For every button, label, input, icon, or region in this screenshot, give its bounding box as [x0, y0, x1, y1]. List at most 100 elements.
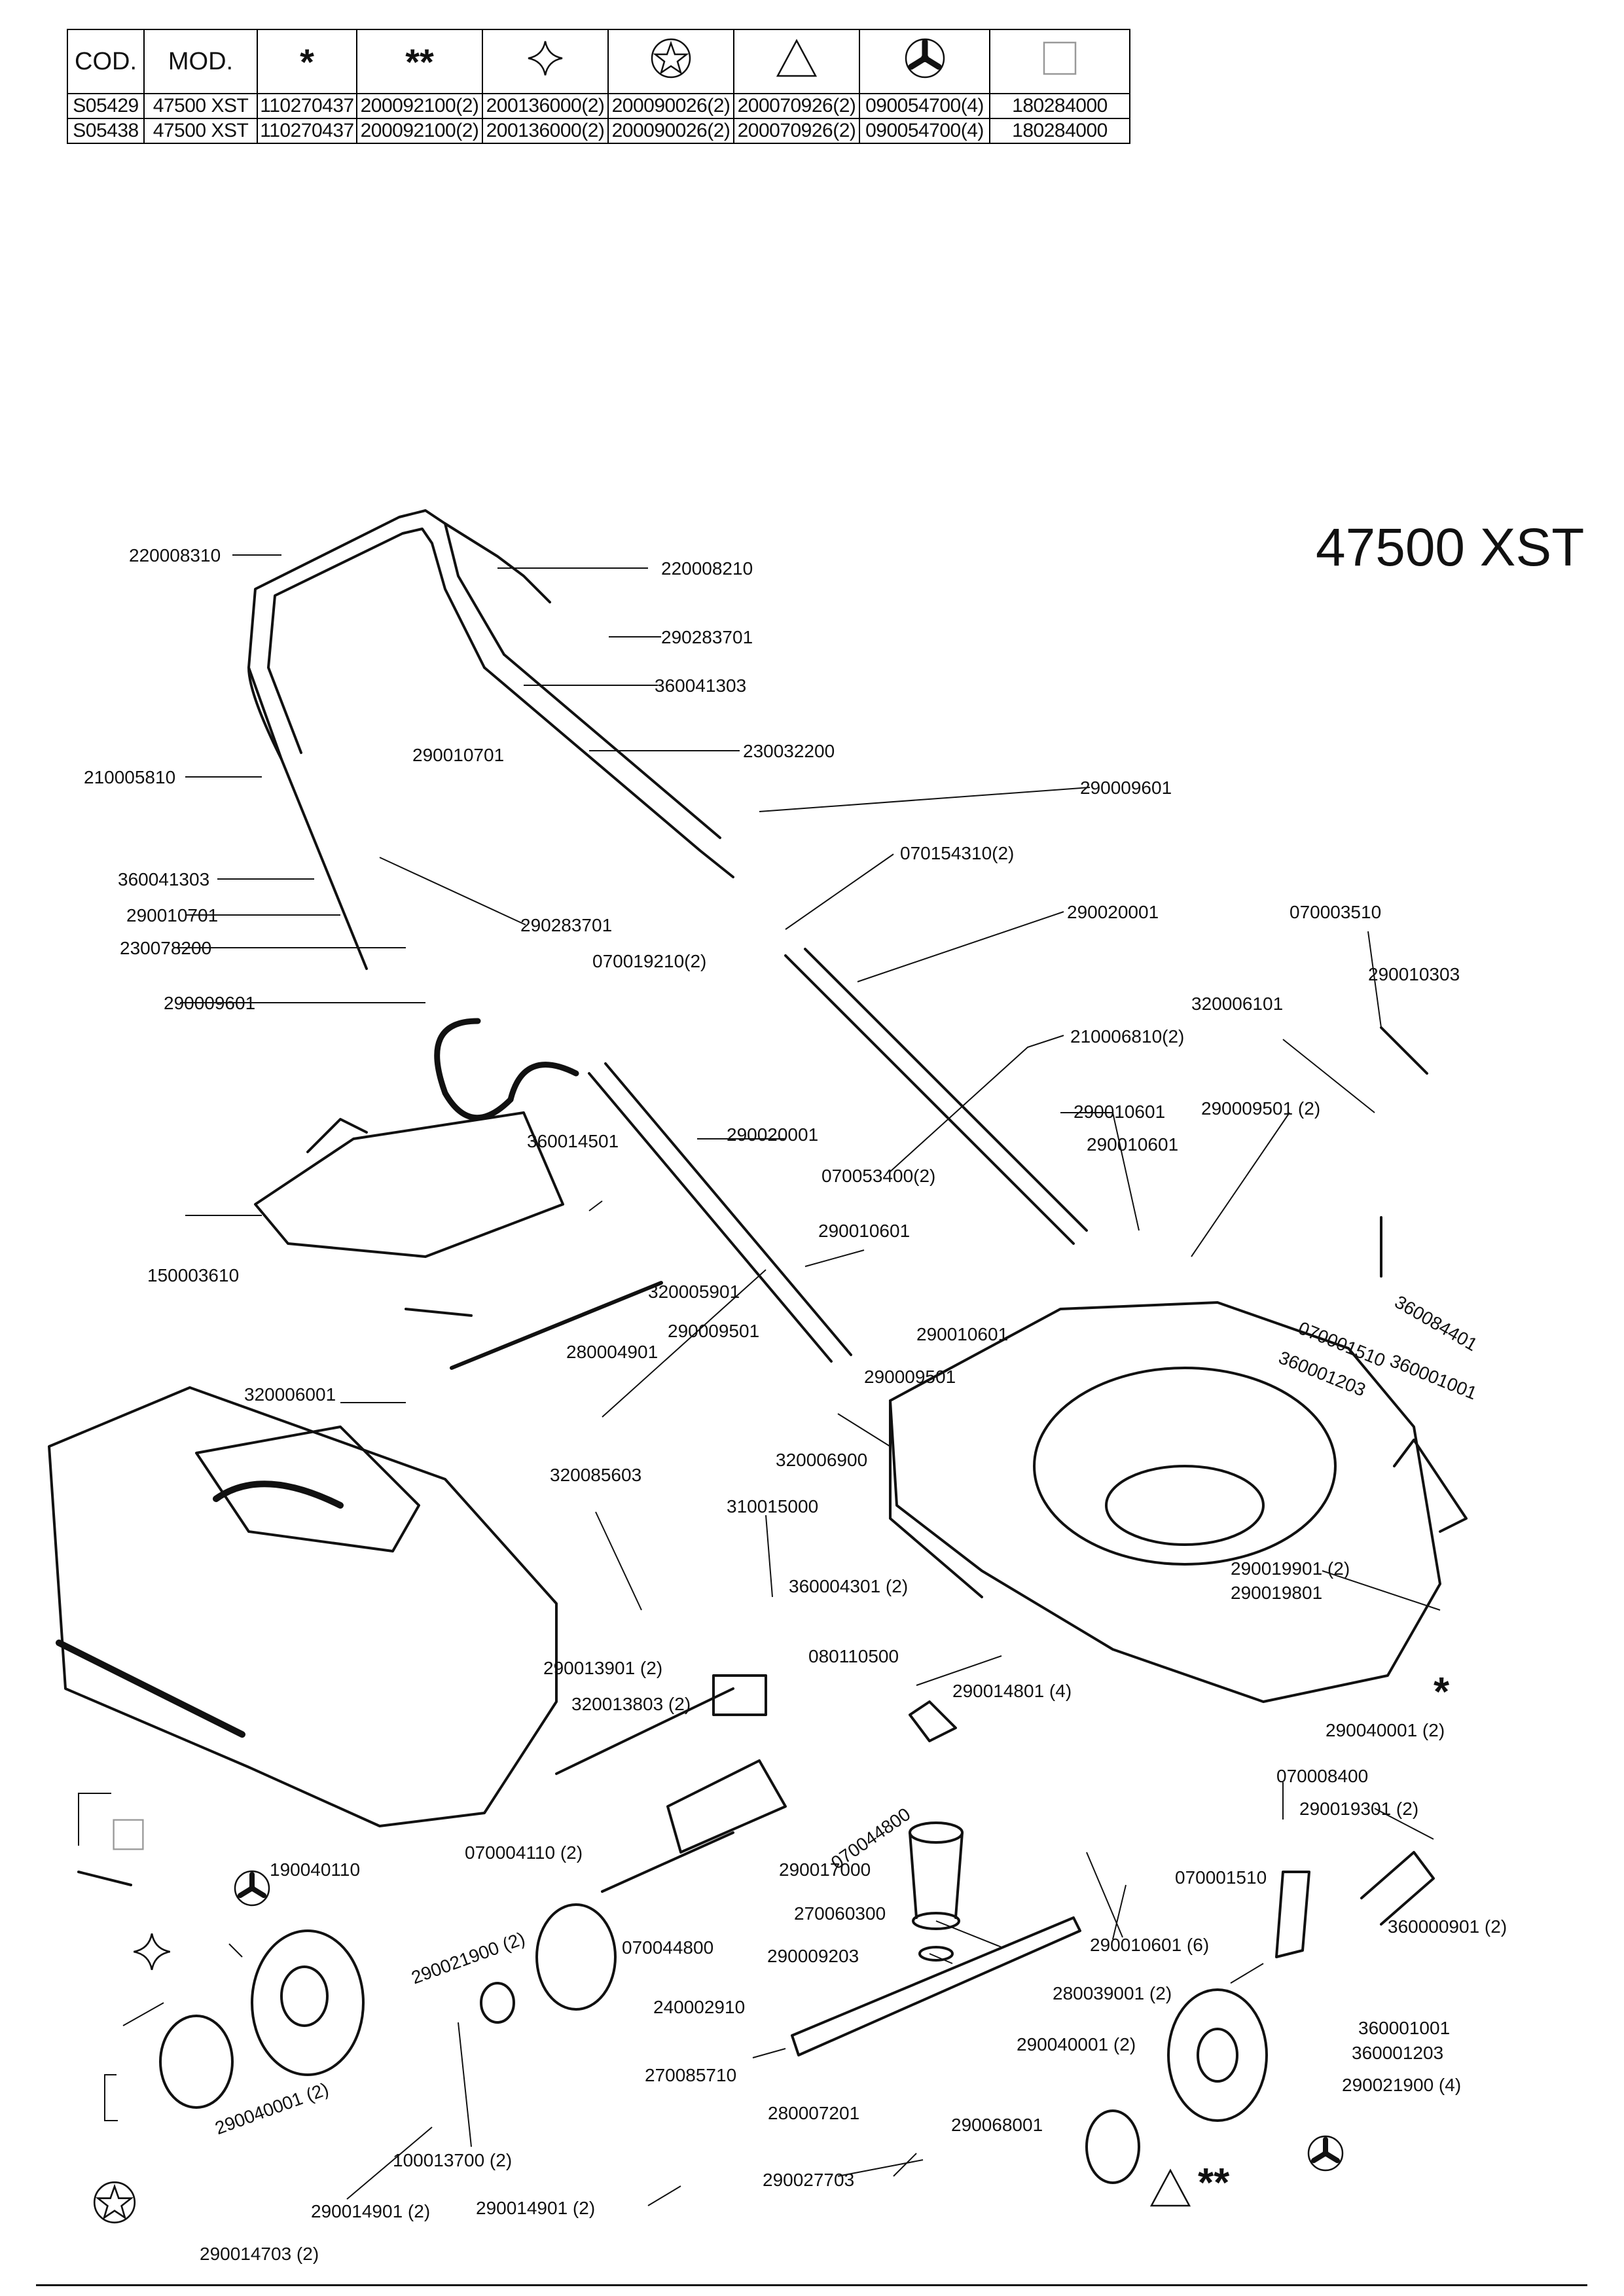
part-callout: 100013700 (2): [393, 2150, 513, 2170]
marker-asterisk: *: [1434, 1670, 1450, 1715]
part-callout: 290040001 (2): [1326, 1720, 1445, 1740]
table-row: S05429 47500 XST 110270437 200092100(2) …: [67, 93, 1130, 119]
part-callout: 320006900: [776, 1450, 868, 1470]
mower-deck-drawing: [889, 1301, 1441, 1703]
table-cell: 47500 XST: [143, 118, 258, 144]
part-callout: 290009203: [767, 1946, 859, 1966]
part-callout: 070008400: [1276, 1766, 1369, 1786]
part-callout: 290010701: [412, 745, 505, 765]
wheel-left-drawing: [159, 1929, 365, 2109]
part-callout: 290010601: [916, 1324, 1009, 1344]
hub-wheel-icon: [859, 29, 990, 94]
table-cell: 200136000(2): [482, 118, 609, 144]
part-callout: 290010601 (6): [1090, 1935, 1210, 1955]
part-callout: 360001203: [1352, 2043, 1444, 2063]
part-callout: 360001001: [1358, 2018, 1451, 2038]
blade-drawing: [791, 1916, 1081, 2056]
wheel-middle-drawing: [480, 1903, 617, 2024]
part-callout: 290021900 (4): [1342, 2075, 1462, 2095]
header-mod: MOD.: [143, 29, 258, 94]
part-callout: 070019210(2): [592, 951, 707, 971]
part-callout: 210005810: [84, 767, 176, 787]
part-callout: 320085603: [550, 1465, 642, 1485]
part-callout: 320005901: [648, 1282, 740, 1302]
wheel-right-drawing: [1085, 1988, 1268, 2184]
part-callout: 320006101: [1191, 994, 1284, 1014]
star-diamond-icon: [133, 1933, 171, 1971]
part-callout: 230078200: [120, 938, 212, 958]
part-callout: 290014801 (4): [952, 1681, 1072, 1701]
part-callout: 360014501: [527, 1131, 619, 1151]
marker-double-asterisk: **: [1198, 2161, 1230, 2206]
spacer-drawing: [909, 1821, 964, 1962]
table-cell: 200090026(2): [607, 118, 734, 144]
part-callout: 290283701: [661, 627, 753, 647]
header-double-asterisk: **: [356, 29, 483, 94]
part-callout: 230032200: [743, 741, 835, 761]
table-cell: 200070926(2): [733, 93, 860, 119]
part-callout: 360004301 (2): [789, 1576, 909, 1596]
part-callout: 360041303: [655, 675, 747, 696]
part-callout: 290009601: [164, 993, 256, 1013]
part-callout: 270085710: [645, 2065, 737, 2085]
star-diamond-icon: [482, 29, 609, 94]
grass-bag-drawing: [48, 1386, 558, 1886]
leader-lines: [78, 554, 1441, 2206]
part-callout: 150003610: [147, 1265, 240, 1285]
triangle-icon: [1149, 2168, 1191, 2207]
part-callout: 290014901 (2): [311, 2201, 431, 2221]
part-callout: 290009501: [668, 1321, 760, 1341]
part-callout: 280004901: [566, 1342, 659, 1362]
table-cell: 200136000(2): [482, 93, 609, 119]
part-callout: 190040110: [270, 1859, 361, 1880]
part-callout: 210006810(2): [1070, 1026, 1185, 1047]
table-cell: 110270437: [257, 118, 357, 144]
part-callout: 240002910: [653, 1997, 746, 2017]
table-cell: 47500 XST: [143, 93, 258, 119]
part-callout: 290010601: [1087, 1134, 1179, 1155]
square-icon: [113, 1819, 144, 1850]
upper-handle-drawing: [247, 509, 734, 970]
circle-star-icon: [93, 2181, 136, 2224]
part-callout: 070004110 (2): [465, 1842, 583, 1863]
part-callout: 070003510: [1290, 902, 1382, 922]
table-cell: 200092100(2): [356, 118, 483, 144]
table-cell: 200092100(2): [356, 93, 483, 119]
table-cell: 180284000: [989, 93, 1130, 119]
hub-wheel-icon: [1307, 2135, 1344, 2172]
table-cell: 200090026(2): [607, 93, 734, 119]
hub-wheel-icon: [234, 1870, 270, 1907]
model-title: 47500 XST: [1316, 518, 1585, 577]
part-callout: 220008210: [661, 558, 753, 579]
part-callout: 290014703 (2): [200, 2244, 319, 2264]
part-callout: 360041303: [118, 869, 210, 889]
part-callout: 290009501: [864, 1367, 956, 1387]
part-callout: 280039001 (2): [1053, 1983, 1172, 2003]
height-lever-drawing: [1275, 1026, 1468, 1958]
part-callout: 070044800: [622, 1937, 714, 1958]
header-asterisk: *: [257, 29, 357, 94]
part-callout: 070154310(2): [900, 843, 1015, 863]
part-callout: 290009501 (2): [1201, 1098, 1321, 1119]
part-callout: 070001510: [1175, 1867, 1267, 1888]
part-callout: 290019301 (2): [1299, 1799, 1419, 1819]
part-callout: 320006001: [244, 1384, 336, 1405]
part-callout: 290020001: [1067, 902, 1159, 922]
part-callout: 290283701: [520, 915, 613, 935]
circle-star-icon: [607, 29, 734, 94]
lower-handle-drawing: [588, 948, 1088, 1363]
part-callout: 290017000: [779, 1859, 871, 1880]
part-callout: 080110500: [808, 1646, 899, 1666]
part-callout: 290019801: [1231, 1583, 1323, 1603]
part-callout: 270060300: [794, 1903, 886, 1924]
square-icon: [989, 29, 1130, 94]
table-cell: 110270437: [257, 93, 357, 119]
part-callout: 320013803 (2): [571, 1694, 691, 1714]
part-callout: 290068001: [951, 2115, 1043, 2135]
part-callout: 290040001 (2): [1017, 2034, 1136, 2054]
part-callout: 290010601: [1074, 1102, 1166, 1122]
table-cell: S05429: [67, 93, 145, 119]
cable-drawing: [434, 1018, 579, 1121]
table-cell: 180284000: [989, 118, 1130, 144]
